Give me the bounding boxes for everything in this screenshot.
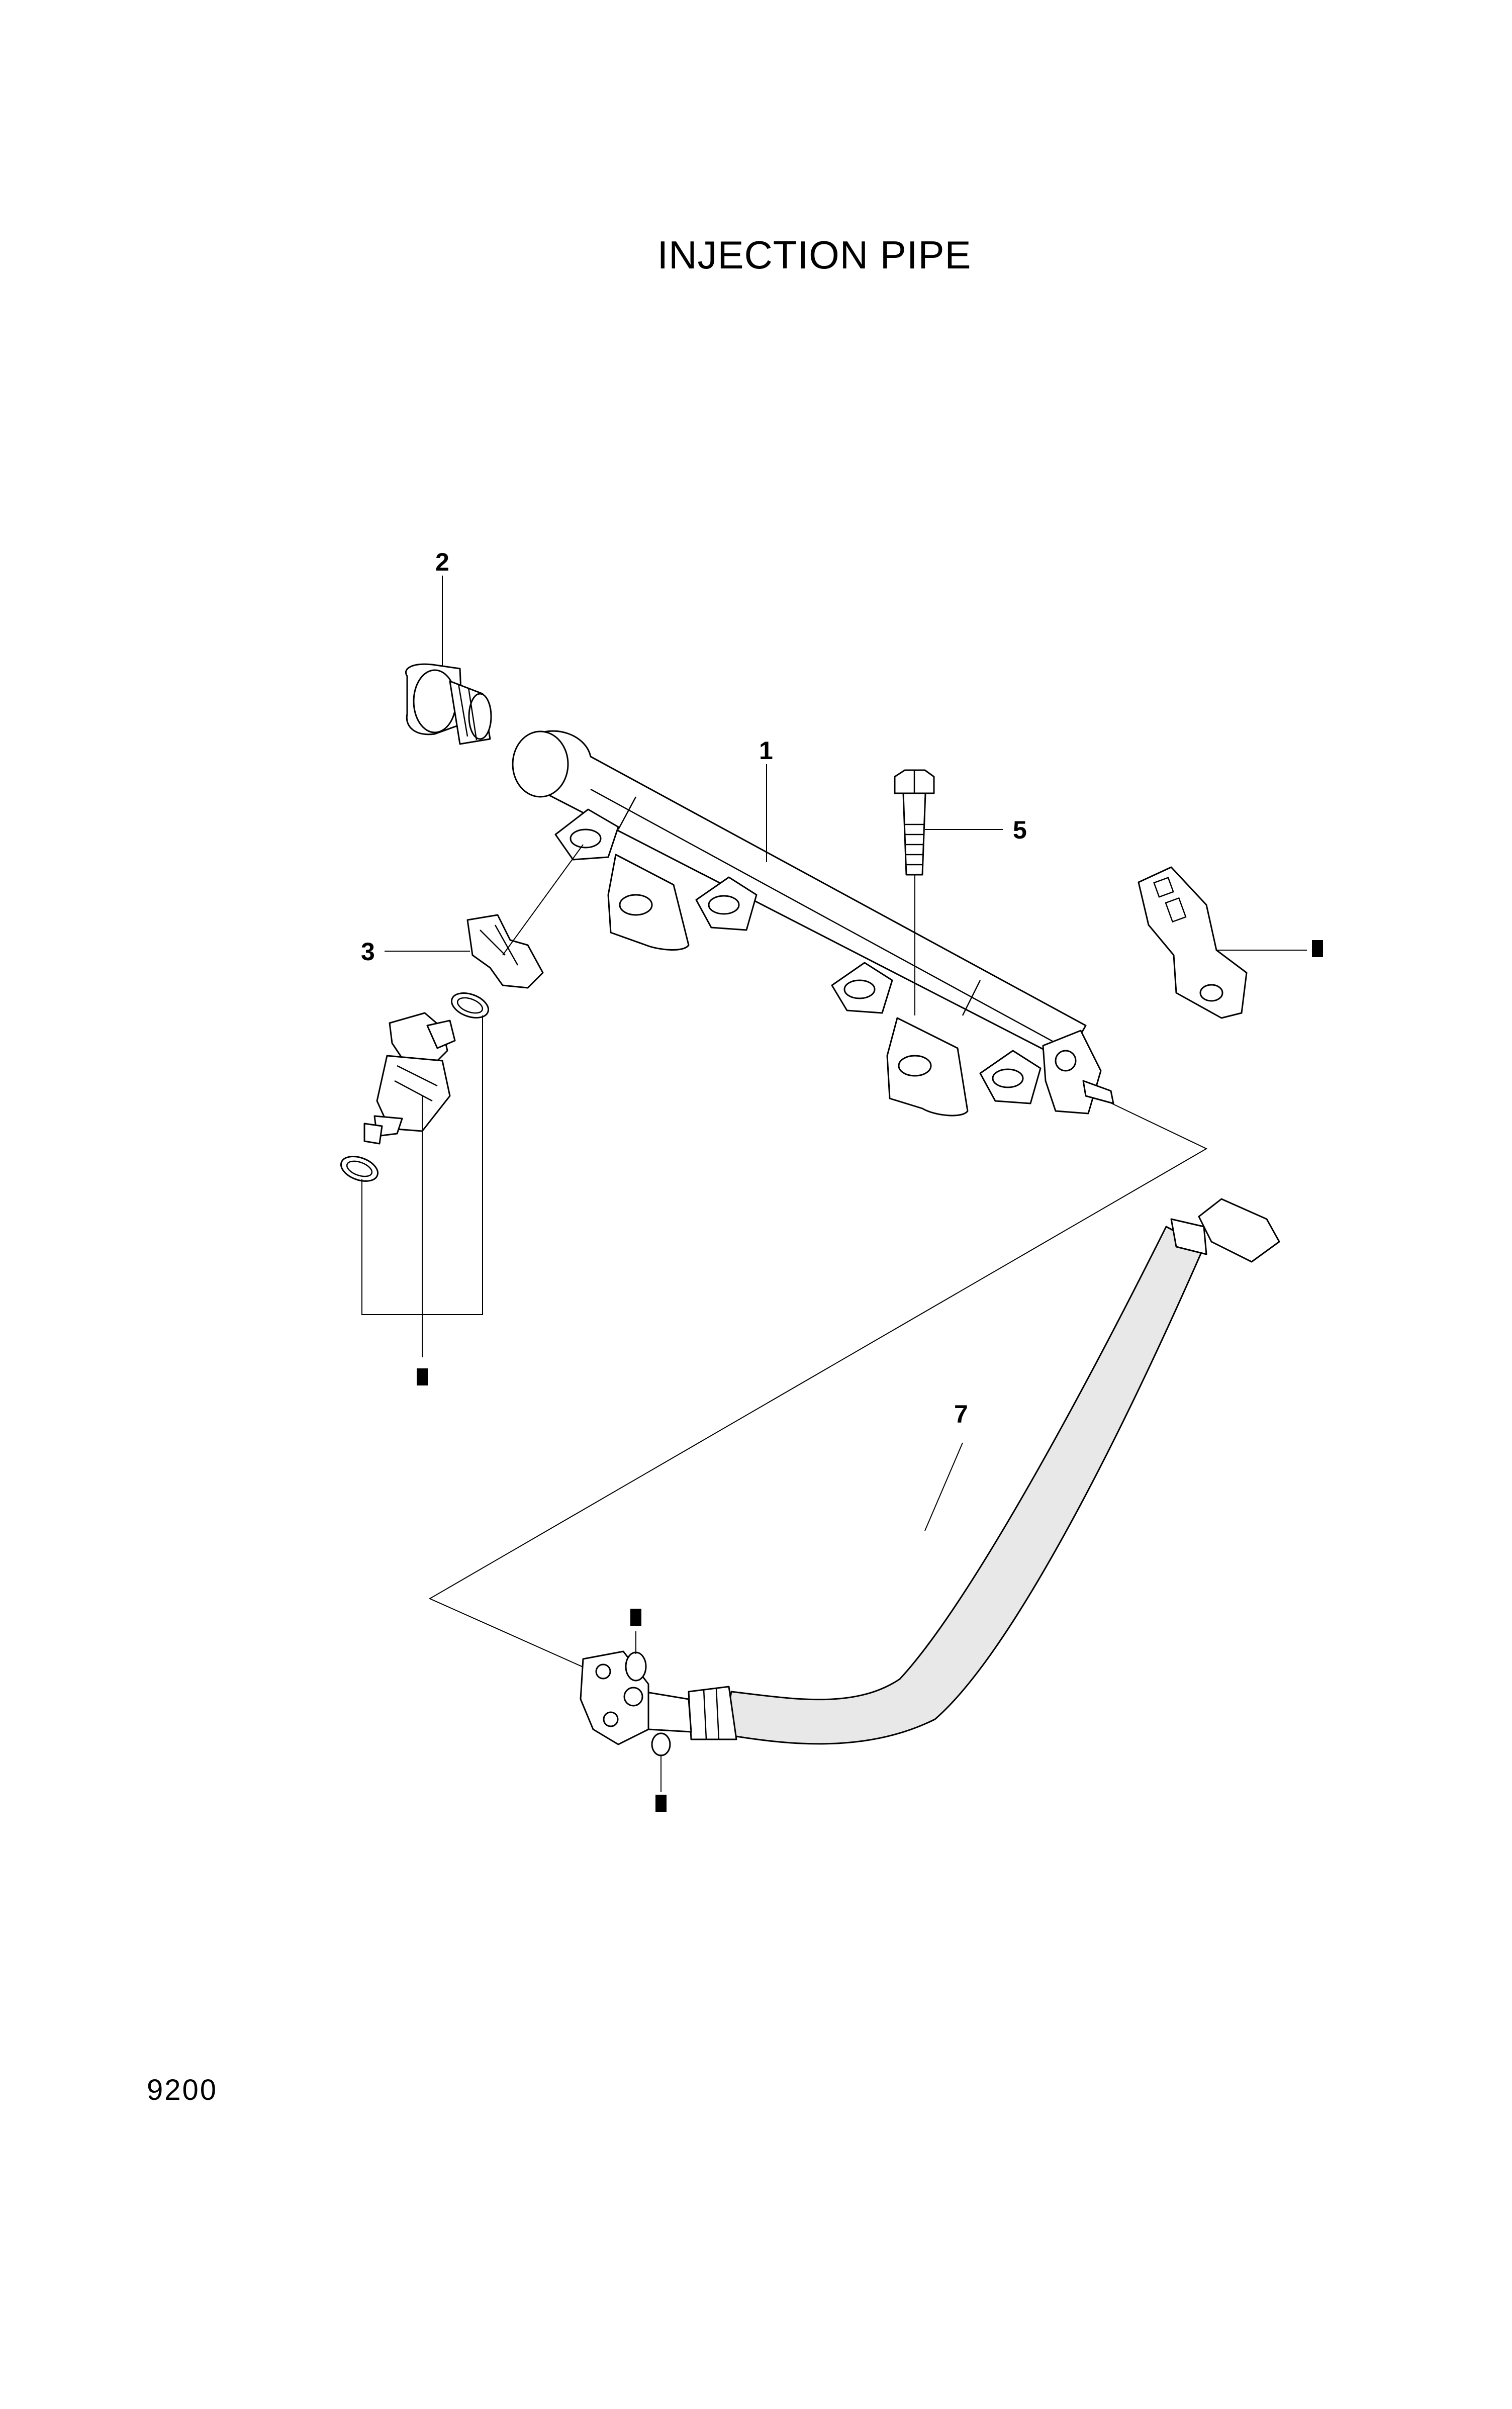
fuel-hose-guide-line <box>428 1093 1208 1672</box>
end-plug <box>405 663 492 745</box>
black-square-markers <box>417 940 1323 1812</box>
injector-group-leader <box>361 1015 483 1357</box>
fuel-injector <box>363 1012 456 1145</box>
fuel-hose <box>580 1198 1280 1792</box>
callout-labels: 2 1 3 5 7 <box>361 548 1027 1428</box>
lower-o-ring <box>340 1156 379 1182</box>
callout-7: 7 <box>954 1400 968 1428</box>
black-square-marker-icon <box>655 1795 667 1812</box>
leader-7 <box>924 1442 963 1531</box>
page-number: 9200 <box>147 2074 218 2106</box>
callout-3: 3 <box>361 938 375 966</box>
callout-2: 2 <box>435 548 449 576</box>
upper-o-ring <box>451 992 489 1018</box>
callout-5: 5 <box>1013 816 1027 844</box>
black-square-marker-icon <box>417 1368 428 1385</box>
bracket <box>1138 866 1307 1019</box>
black-square-marker-icon <box>630 1609 641 1626</box>
page-title: INJECTION PIPE <box>657 233 972 277</box>
clip <box>466 844 584 989</box>
assembly-guide-lines <box>428 1093 1208 1672</box>
black-square-marker-icon <box>1312 940 1323 957</box>
bolt <box>894 769 935 1015</box>
callout-leaders <box>385 576 1003 1531</box>
fuel-rail <box>512 730 1114 1117</box>
callout-1: 1 <box>759 736 773 765</box>
